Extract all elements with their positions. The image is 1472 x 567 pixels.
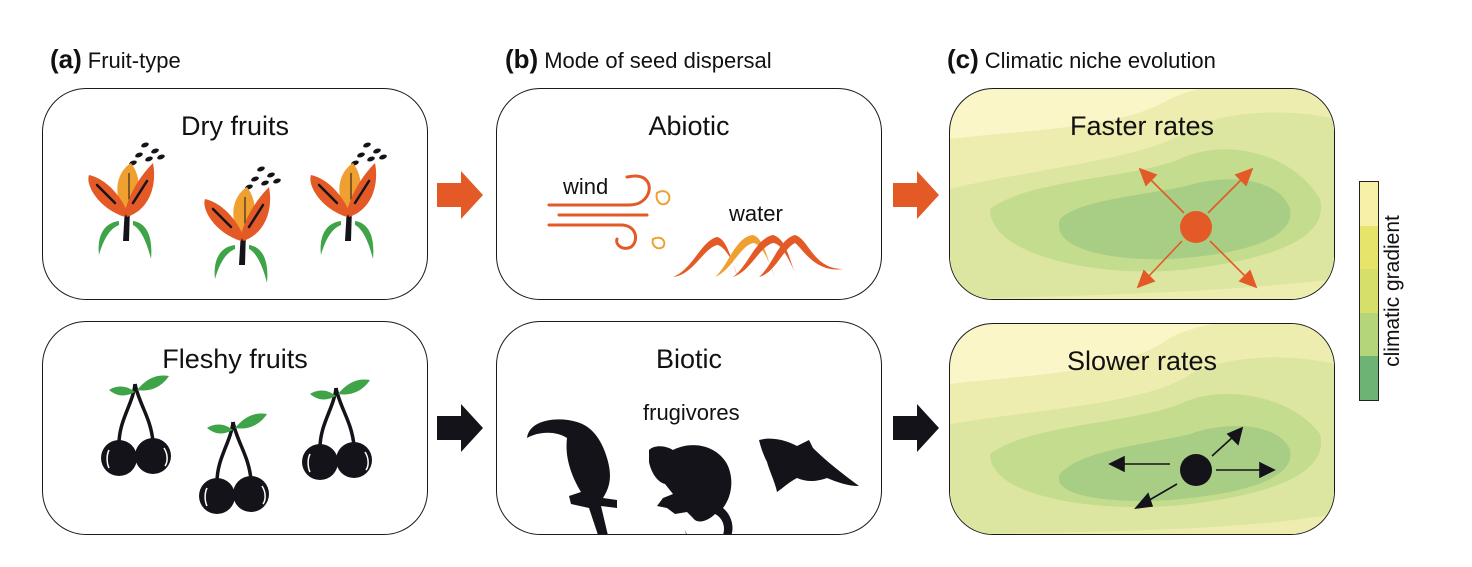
- panel-b-letter: (b): [505, 44, 539, 74]
- fleshy-fruit-icon-3: [300, 377, 374, 482]
- panel-a-letter: (a): [50, 44, 82, 74]
- slower-rates-title: Slower rates: [1066, 346, 1218, 376]
- faster-rates-title: Faster rates: [1069, 111, 1215, 141]
- colorbar-band-3: [1360, 269, 1378, 313]
- panel-c-letter: (c): [947, 44, 979, 74]
- panel-b-label: (b)Mode of seed dispersal: [505, 44, 772, 75]
- slower-rates-box: Slower rates: [949, 323, 1335, 535]
- colorbar-label: climatic gradient: [1381, 215, 1404, 367]
- biotic-illustration: [527, 419, 859, 534]
- faster-rates-arrows: [1136, 167, 1258, 289]
- colorbar-band-4: [1360, 312, 1378, 357]
- arrow-biotic-to-slower-icon: [893, 404, 939, 452]
- arrow-abiotic-to-faster-icon: [893, 171, 939, 219]
- abiotic-title: Abiotic: [648, 111, 730, 141]
- monkey-icon: [649, 445, 733, 534]
- biotic-title: Biotic: [655, 344, 723, 374]
- biotic-box: Biotic frugivores: [496, 321, 882, 535]
- dry-fruits-illustration: [87, 140, 389, 285]
- colorbar-band-5: [1360, 356, 1378, 400]
- panel-c-label: (c)Climatic niche evolution: [947, 44, 1216, 75]
- panel-a-title: Fruit-type: [87, 48, 181, 73]
- abiotic-box: Abiotic wind water: [496, 88, 882, 300]
- panel-c-title: Climatic niche evolution: [984, 48, 1216, 73]
- fleshy-fruit-icon-1: [99, 373, 173, 478]
- faster-species-point: [1180, 211, 1212, 243]
- colorbar-band-2: [1360, 225, 1378, 270]
- wind-icon: [547, 174, 671, 250]
- colorbar-band-1: [1360, 182, 1378, 226]
- fleshy-fruits-box: Fleshy fruits: [42, 321, 428, 535]
- panel-b-title: Mode of seed dispersal: [544, 48, 772, 73]
- water-label: water: [729, 201, 783, 226]
- wind-label: wind: [563, 174, 609, 199]
- water-icon: [673, 235, 843, 277]
- frugivores-label: frugivores: [643, 400, 740, 425]
- slower-rates-arrows: [1108, 426, 1276, 510]
- dry-fruits-title: Dry fruits: [181, 111, 289, 141]
- faster-contour-map: [950, 89, 1334, 299]
- dry-fruit-icon-2: [203, 164, 283, 285]
- dry-fruit-icon-3: [309, 140, 389, 261]
- fleshy-fruit-icon-2: [197, 411, 271, 516]
- fleshy-fruits-title: Fleshy fruits: [162, 344, 308, 374]
- abiotic-illustration: [547, 174, 843, 277]
- slower-species-point: [1180, 454, 1212, 486]
- dry-fruits-box: Dry fruits: [42, 88, 428, 300]
- arrow-dry-to-abiotic-icon: [437, 171, 483, 219]
- slower-contour-map: [950, 324, 1334, 534]
- arrow-fleshy-to-biotic-icon: [437, 404, 483, 452]
- panel-a-label: (a)Fruit-type: [50, 44, 181, 75]
- fleshy-fruits-illustration: [99, 373, 374, 516]
- faster-rates-box: Faster rates: [949, 88, 1335, 300]
- toucan-icon: [527, 419, 617, 534]
- bat-icon: [759, 438, 859, 492]
- dry-fruit-icon-1: [87, 140, 167, 261]
- climatic-gradient-colorbar: [1359, 181, 1379, 401]
